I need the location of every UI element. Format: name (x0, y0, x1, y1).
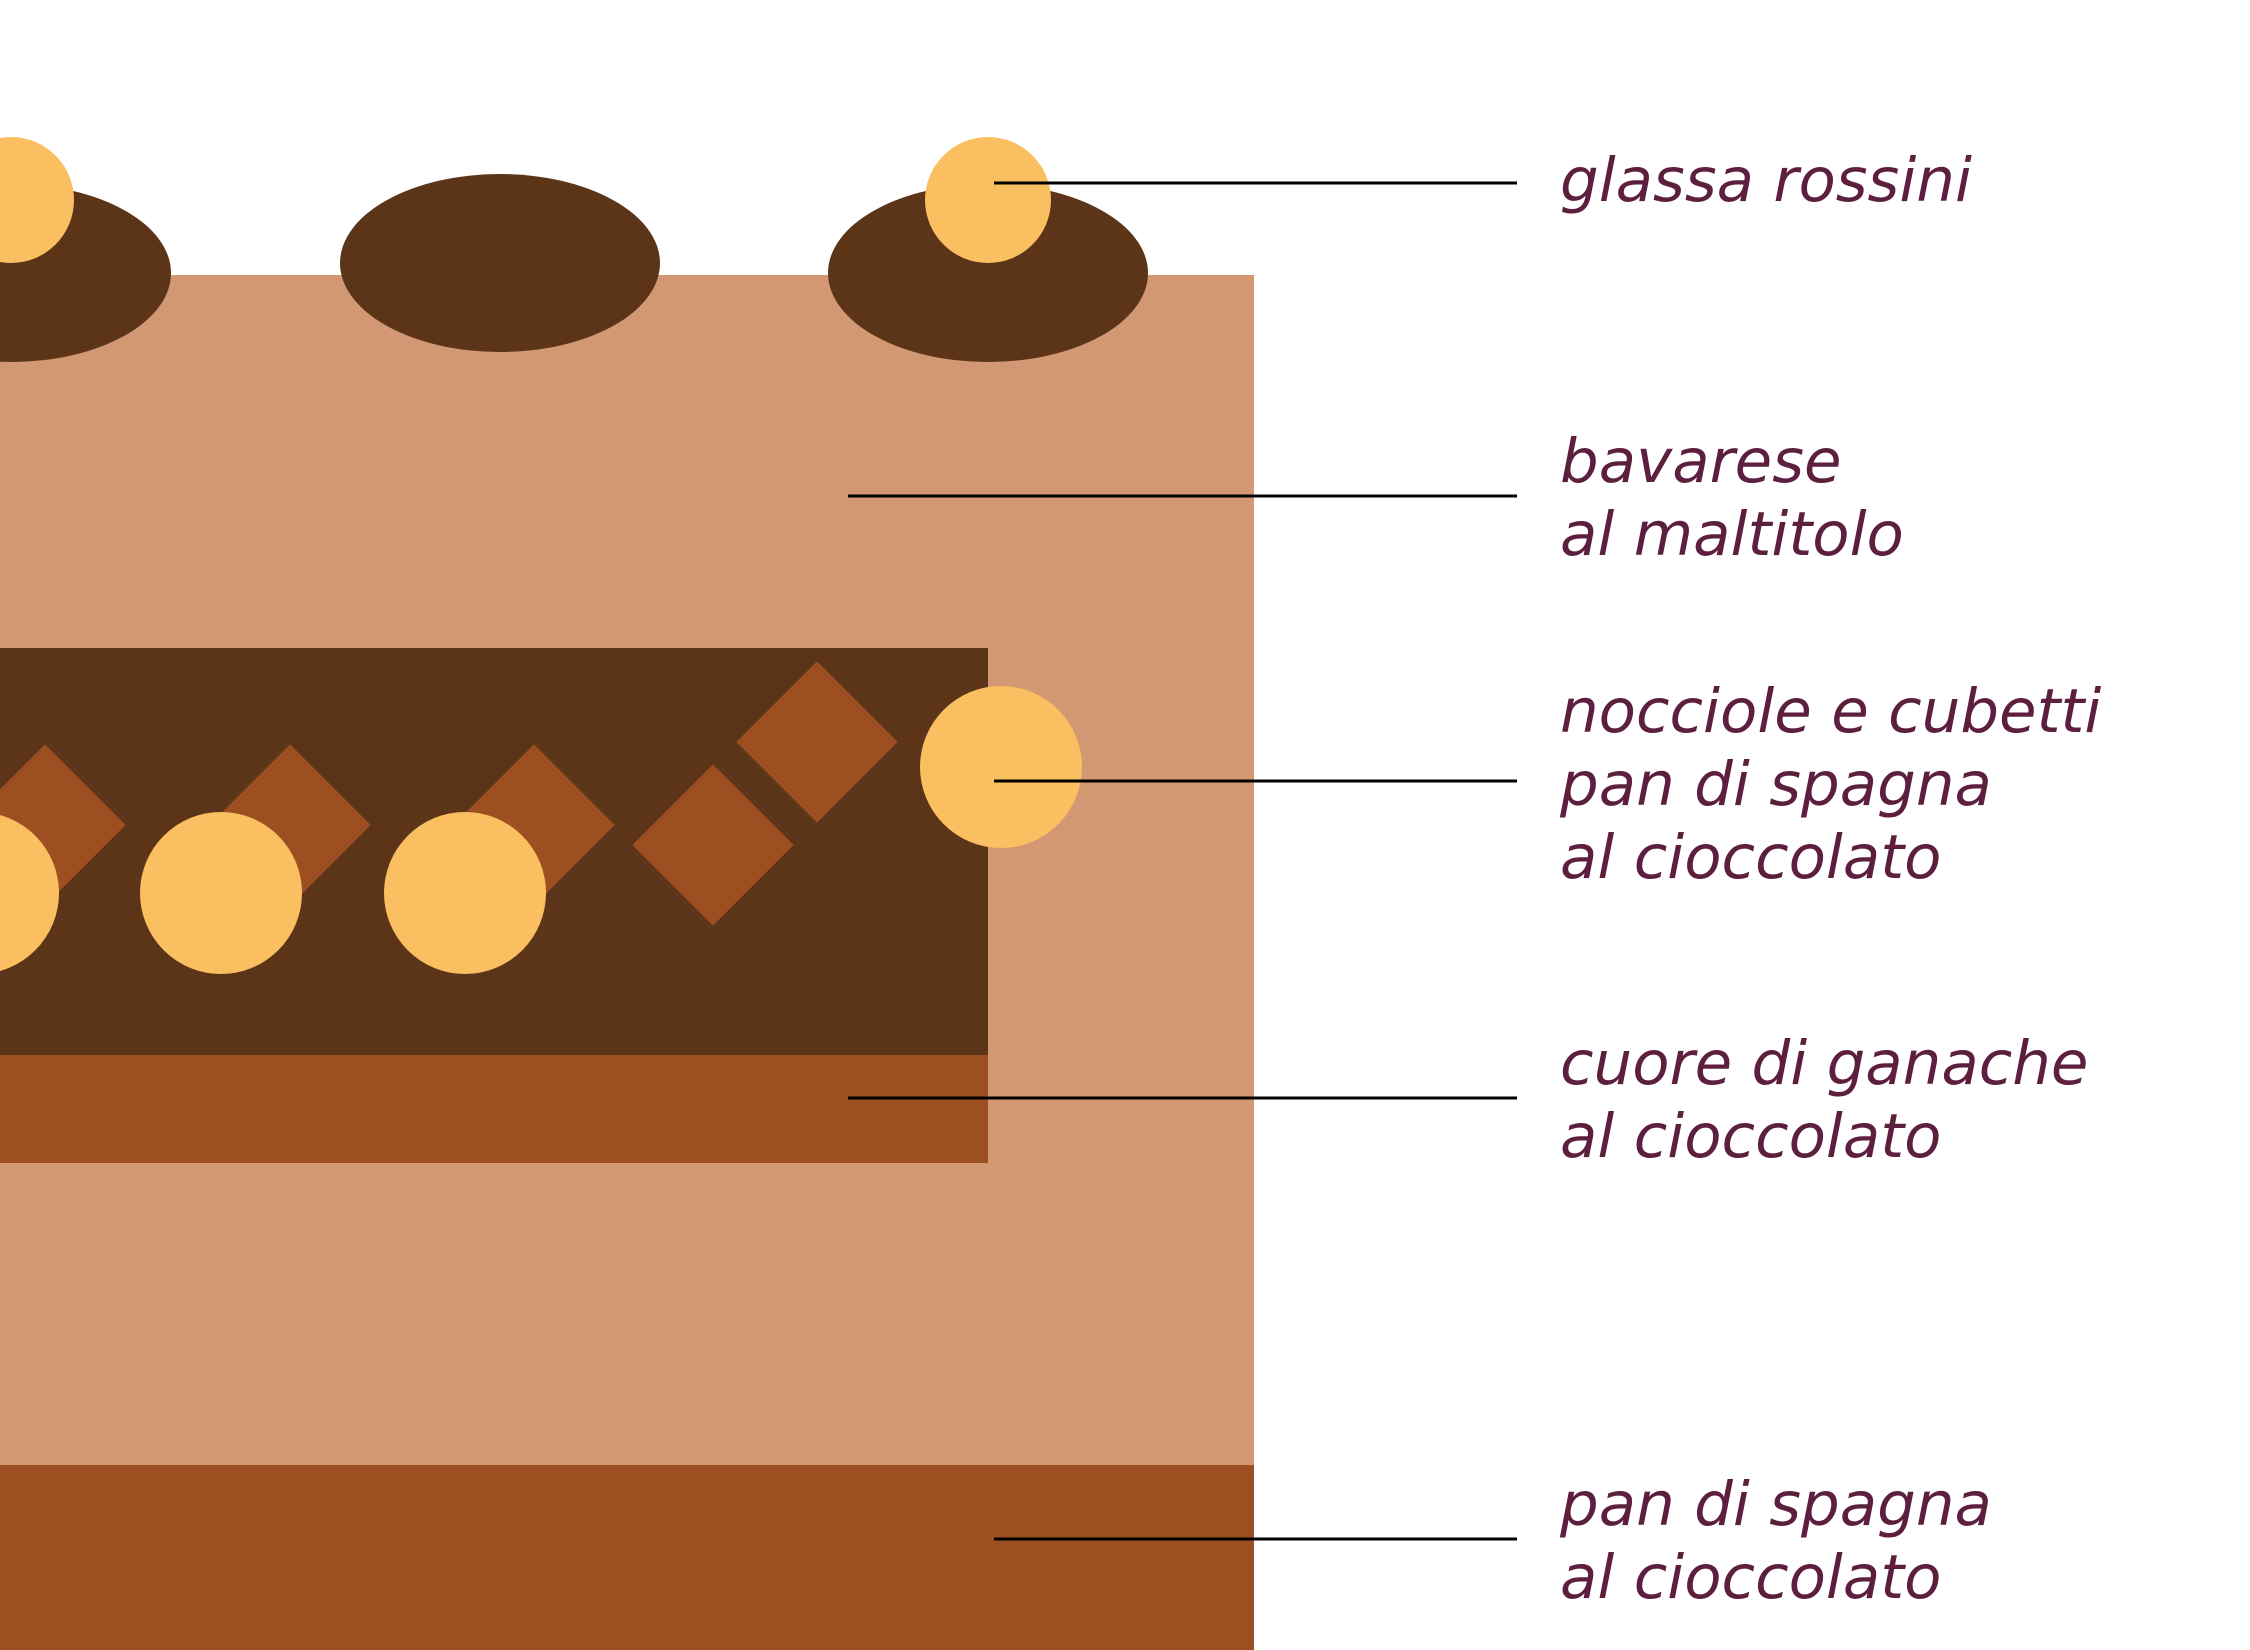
ganache-heart-layer (0, 1055, 988, 1163)
label-line: pan di spagna (1560, 749, 1992, 820)
hazelnut (384, 812, 546, 974)
base-sponge-layer (0, 1465, 1254, 1650)
label-glassa-rossini: glassa rossini (1560, 144, 1972, 217)
glaze-dome (340, 174, 660, 352)
label-line: pan di spagna (1560, 1469, 1992, 1540)
hazelnut (140, 812, 302, 974)
label-line: al cioccolato (1560, 822, 1942, 893)
hazelnut (920, 686, 1082, 848)
label-line: al maltitolo (1560, 499, 1904, 570)
glaze-dome (828, 184, 1148, 362)
label-line: bavarese (1560, 426, 1842, 497)
hazelnut (0, 137, 74, 263)
hazelnut (925, 137, 1051, 263)
label-line: al cioccolato (1560, 1542, 1942, 1613)
hazelnut (0, 815, 59, 971)
label-line: glassa rossini (1560, 145, 1972, 216)
label-line: nocciole e cubetti (1560, 676, 2102, 747)
label-line: al cioccolato (1560, 1101, 1942, 1172)
label-line: cuore di ganache (1560, 1028, 2089, 1099)
